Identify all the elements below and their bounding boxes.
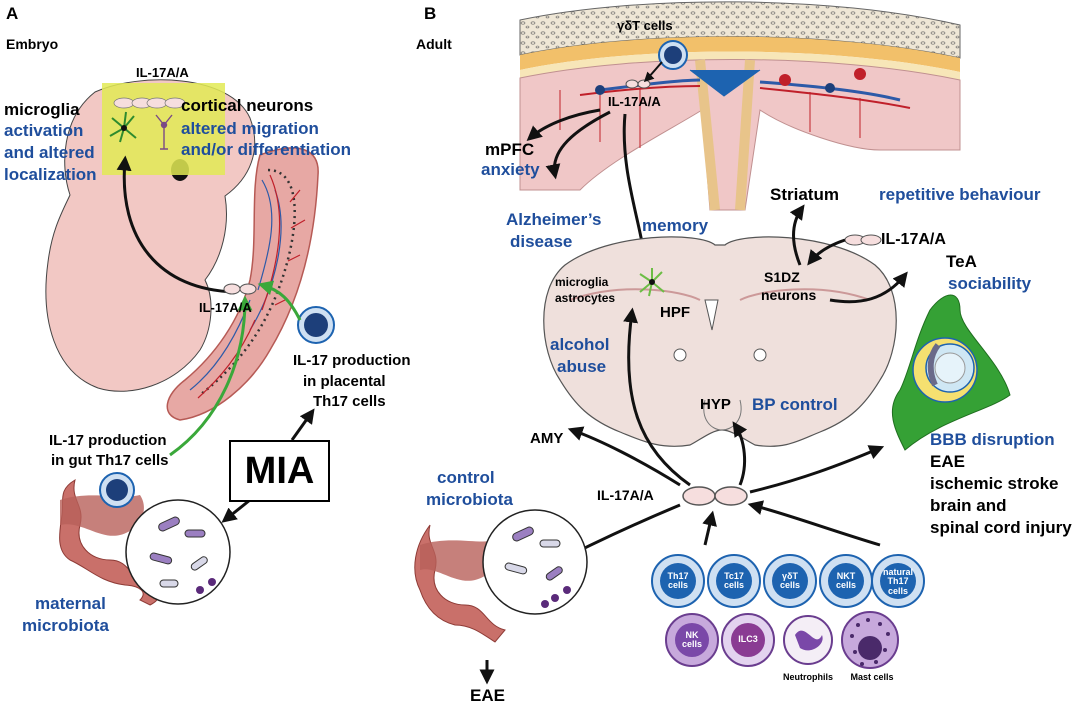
glia-line-2: astrocytes — [555, 291, 616, 305]
cells-row-2 — [665, 611, 899, 669]
bbb-label: BBB disruption — [930, 430, 1055, 449]
cell-nk: NK cells — [681, 630, 703, 650]
sociability-label: sociability — [948, 274, 1032, 293]
anxiety-label: anxiety — [481, 160, 540, 179]
embryo — [45, 79, 256, 392]
s1dz-line-2: neurons — [761, 287, 817, 303]
gdt-cells-label: γδT cells — [617, 18, 673, 33]
gut-line-2: in gut Th17 cells — [51, 452, 169, 469]
cell-tc17: Tc17 cells — [723, 571, 745, 591]
disease-brain: brain and — [930, 496, 1007, 515]
repetitive-label: repetitive behaviour — [879, 185, 1041, 204]
alzheimers-line-1: Alzheimer’s — [506, 210, 602, 229]
meninges — [519, 1, 961, 211]
s1dz-il17: IL-17A/A — [881, 231, 946, 248]
maternal-line-2: microbiota — [22, 616, 109, 635]
placental-line-2: in placental — [303, 373, 386, 390]
disease-spinal: spinal cord injury — [930, 518, 1072, 537]
bbb-vessel — [891, 294, 1011, 451]
bp-control-label: BP control — [752, 395, 838, 414]
center-il17: IL-17A/A — [597, 487, 654, 503]
amy-label: AMY — [530, 430, 564, 447]
cell-mast: Mast cells — [850, 672, 894, 682]
disease-eae: EAE — [930, 452, 965, 471]
maternal-line-1: maternal — [35, 594, 106, 613]
placental-line-1: IL-17 production — [293, 352, 411, 369]
microglia-cell — [109, 111, 137, 143]
mia-box: MIA — [229, 440, 330, 502]
glia-line-1: microglia — [555, 275, 609, 289]
placenta — [166, 147, 335, 457]
s1dz-line-1: S1DZ — [764, 269, 800, 285]
eae-bottom-label: EAE — [470, 686, 505, 705]
neurons-label: cortical neurons — [181, 96, 314, 115]
alcohol-line-2: abuse — [557, 357, 607, 376]
gut-line-1: IL-17 production — [49, 432, 167, 449]
embryo-il17-mid: IL-17A/A — [199, 300, 252, 315]
tea-label: TeA — [946, 252, 977, 271]
placental-line-3: Th17 cells — [313, 393, 386, 410]
neuron-cell — [155, 114, 173, 150]
embryo-label: Embryo — [6, 36, 59, 52]
microglia-effect-2: and altered — [4, 143, 95, 162]
meninges-il17: IL-17A/A — [608, 94, 661, 109]
maternal-gut — [59, 472, 231, 606]
panel-a-label: A — [6, 4, 19, 23]
memory-label: memory — [642, 216, 709, 235]
adult-gut — [414, 509, 588, 643]
cell-th17: Th17 cells — [667, 571, 689, 591]
alzheimers-line-2: disease — [510, 232, 573, 251]
alcohol-line-1: alcohol — [550, 335, 610, 354]
panel-b-label: B — [424, 4, 437, 23]
control-line-2: microbiota — [426, 490, 513, 509]
embryo-il17-top: IL-17A/A — [136, 65, 189, 80]
hyp-label: HYP — [700, 396, 731, 413]
neurons-effect-2: and/or differentiation — [181, 140, 351, 159]
neurons-effect-1: altered migration — [181, 119, 319, 138]
microglia-label: microglia — [4, 100, 80, 119]
hpf-label: HPF — [660, 304, 690, 321]
control-line-1: control — [437, 468, 495, 487]
cell-ilc3: ILC3 — [738, 634, 758, 644]
cells-row-1 — [651, 554, 925, 608]
mpfc-label: mPFC — [485, 140, 535, 159]
disease-stroke: ischemic stroke — [930, 474, 1059, 493]
cell-neutrophils: Neutrophils — [782, 672, 833, 682]
cell-gdt: γδT cells — [779, 571, 801, 591]
cell-natural-th17: natural Th17 cells — [882, 567, 913, 596]
microglia-effect-3: localization — [4, 165, 97, 184]
striatum-label: Striatum — [770, 185, 839, 204]
cell-nkt: NKT cells — [835, 571, 857, 591]
adult-label: Adult — [416, 36, 452, 52]
microglia-effect-1: activation — [4, 121, 84, 140]
